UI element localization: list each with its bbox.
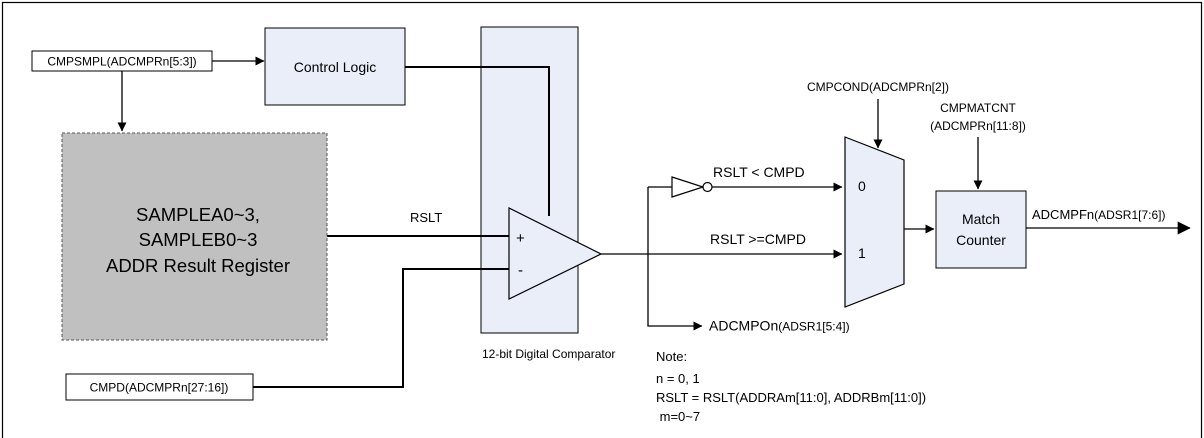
comparator-caption: 12-bit Digital Comparator bbox=[482, 347, 615, 361]
lt-label: RSLT < CMPD bbox=[713, 164, 805, 180]
inverter-gate bbox=[671, 176, 705, 198]
cmpcond-label: CMPCOND(ADCMPRn[2]) bbox=[807, 80, 949, 94]
comparator-triangle bbox=[508, 207, 603, 300]
register-line2: SAMPLEB0~3 bbox=[139, 229, 258, 250]
match-counter-line1: Match bbox=[962, 211, 1000, 227]
match-counter-block: Match Counter bbox=[935, 190, 1027, 269]
digital-comparator-block: + - 12-bit Digital Comparator bbox=[480, 26, 615, 361]
note-line-1: n = 0, 1 bbox=[656, 371, 700, 386]
adcmpo-arrow bbox=[647, 187, 703, 331]
note-title: Note: bbox=[656, 349, 687, 364]
comparator-plus: + bbox=[516, 230, 525, 247]
mux-input-0: 0 bbox=[858, 178, 866, 194]
note-line-2: RSLT = RSLT(ADDRAm[11:0], ADDRBm[11:0]) bbox=[656, 390, 926, 405]
control-logic-label: Control Logic bbox=[294, 59, 377, 75]
control-to-comparator-wire bbox=[405, 66, 550, 216]
cmpmatcnt-line2: (ADCMPRn[11:8]) bbox=[930, 119, 1026, 133]
register-line1: SAMPLEA0~3, bbox=[136, 204, 260, 225]
multiplexer: 0 1 bbox=[844, 136, 905, 308]
adcmpf-label: ADCMPFn(ADSR1[7:6]) bbox=[1032, 207, 1165, 222]
match-counter-line2: Counter bbox=[956, 232, 1006, 248]
adcmpo-label: ADCMPOn(ADSR1[5:4]) bbox=[709, 318, 850, 334]
register-line3: ADDR Result Register bbox=[106, 255, 290, 276]
cmpmatcnt-line1: CMPMATCNT bbox=[940, 101, 1016, 115]
cmpsmpl-label: CMPSMPL(ADCMPRn[5:3]) bbox=[47, 55, 196, 69]
inverter-bubble bbox=[702, 181, 713, 193]
rslt-label: RSLT bbox=[410, 210, 442, 225]
note-line-3: m=0~7 bbox=[656, 409, 700, 424]
cmpd-input: CMPD(ADCMPRn[27:16]) bbox=[65, 373, 254, 401]
cmpd-label: CMPD(ADCMPRn[27:16]) bbox=[90, 381, 229, 395]
cmpd-wire bbox=[253, 268, 509, 388]
mux-input-1: 1 bbox=[858, 245, 866, 261]
comparator-minus: - bbox=[518, 262, 523, 279]
ge-label: RSLT >=CMPD bbox=[710, 231, 806, 247]
note: Note: n = 0, 1 RSLT = RSLT(ADDRAm[11:0],… bbox=[656, 349, 926, 424]
sample-register-block: SAMPLEA0~3, SAMPLEB0~3 ADDR Result Regis… bbox=[61, 132, 328, 341]
cmpsmpl-input: CMPSMPL(ADCMPRn[5:3]) bbox=[31, 50, 213, 72]
control-logic-block: Control Logic bbox=[264, 27, 406, 106]
